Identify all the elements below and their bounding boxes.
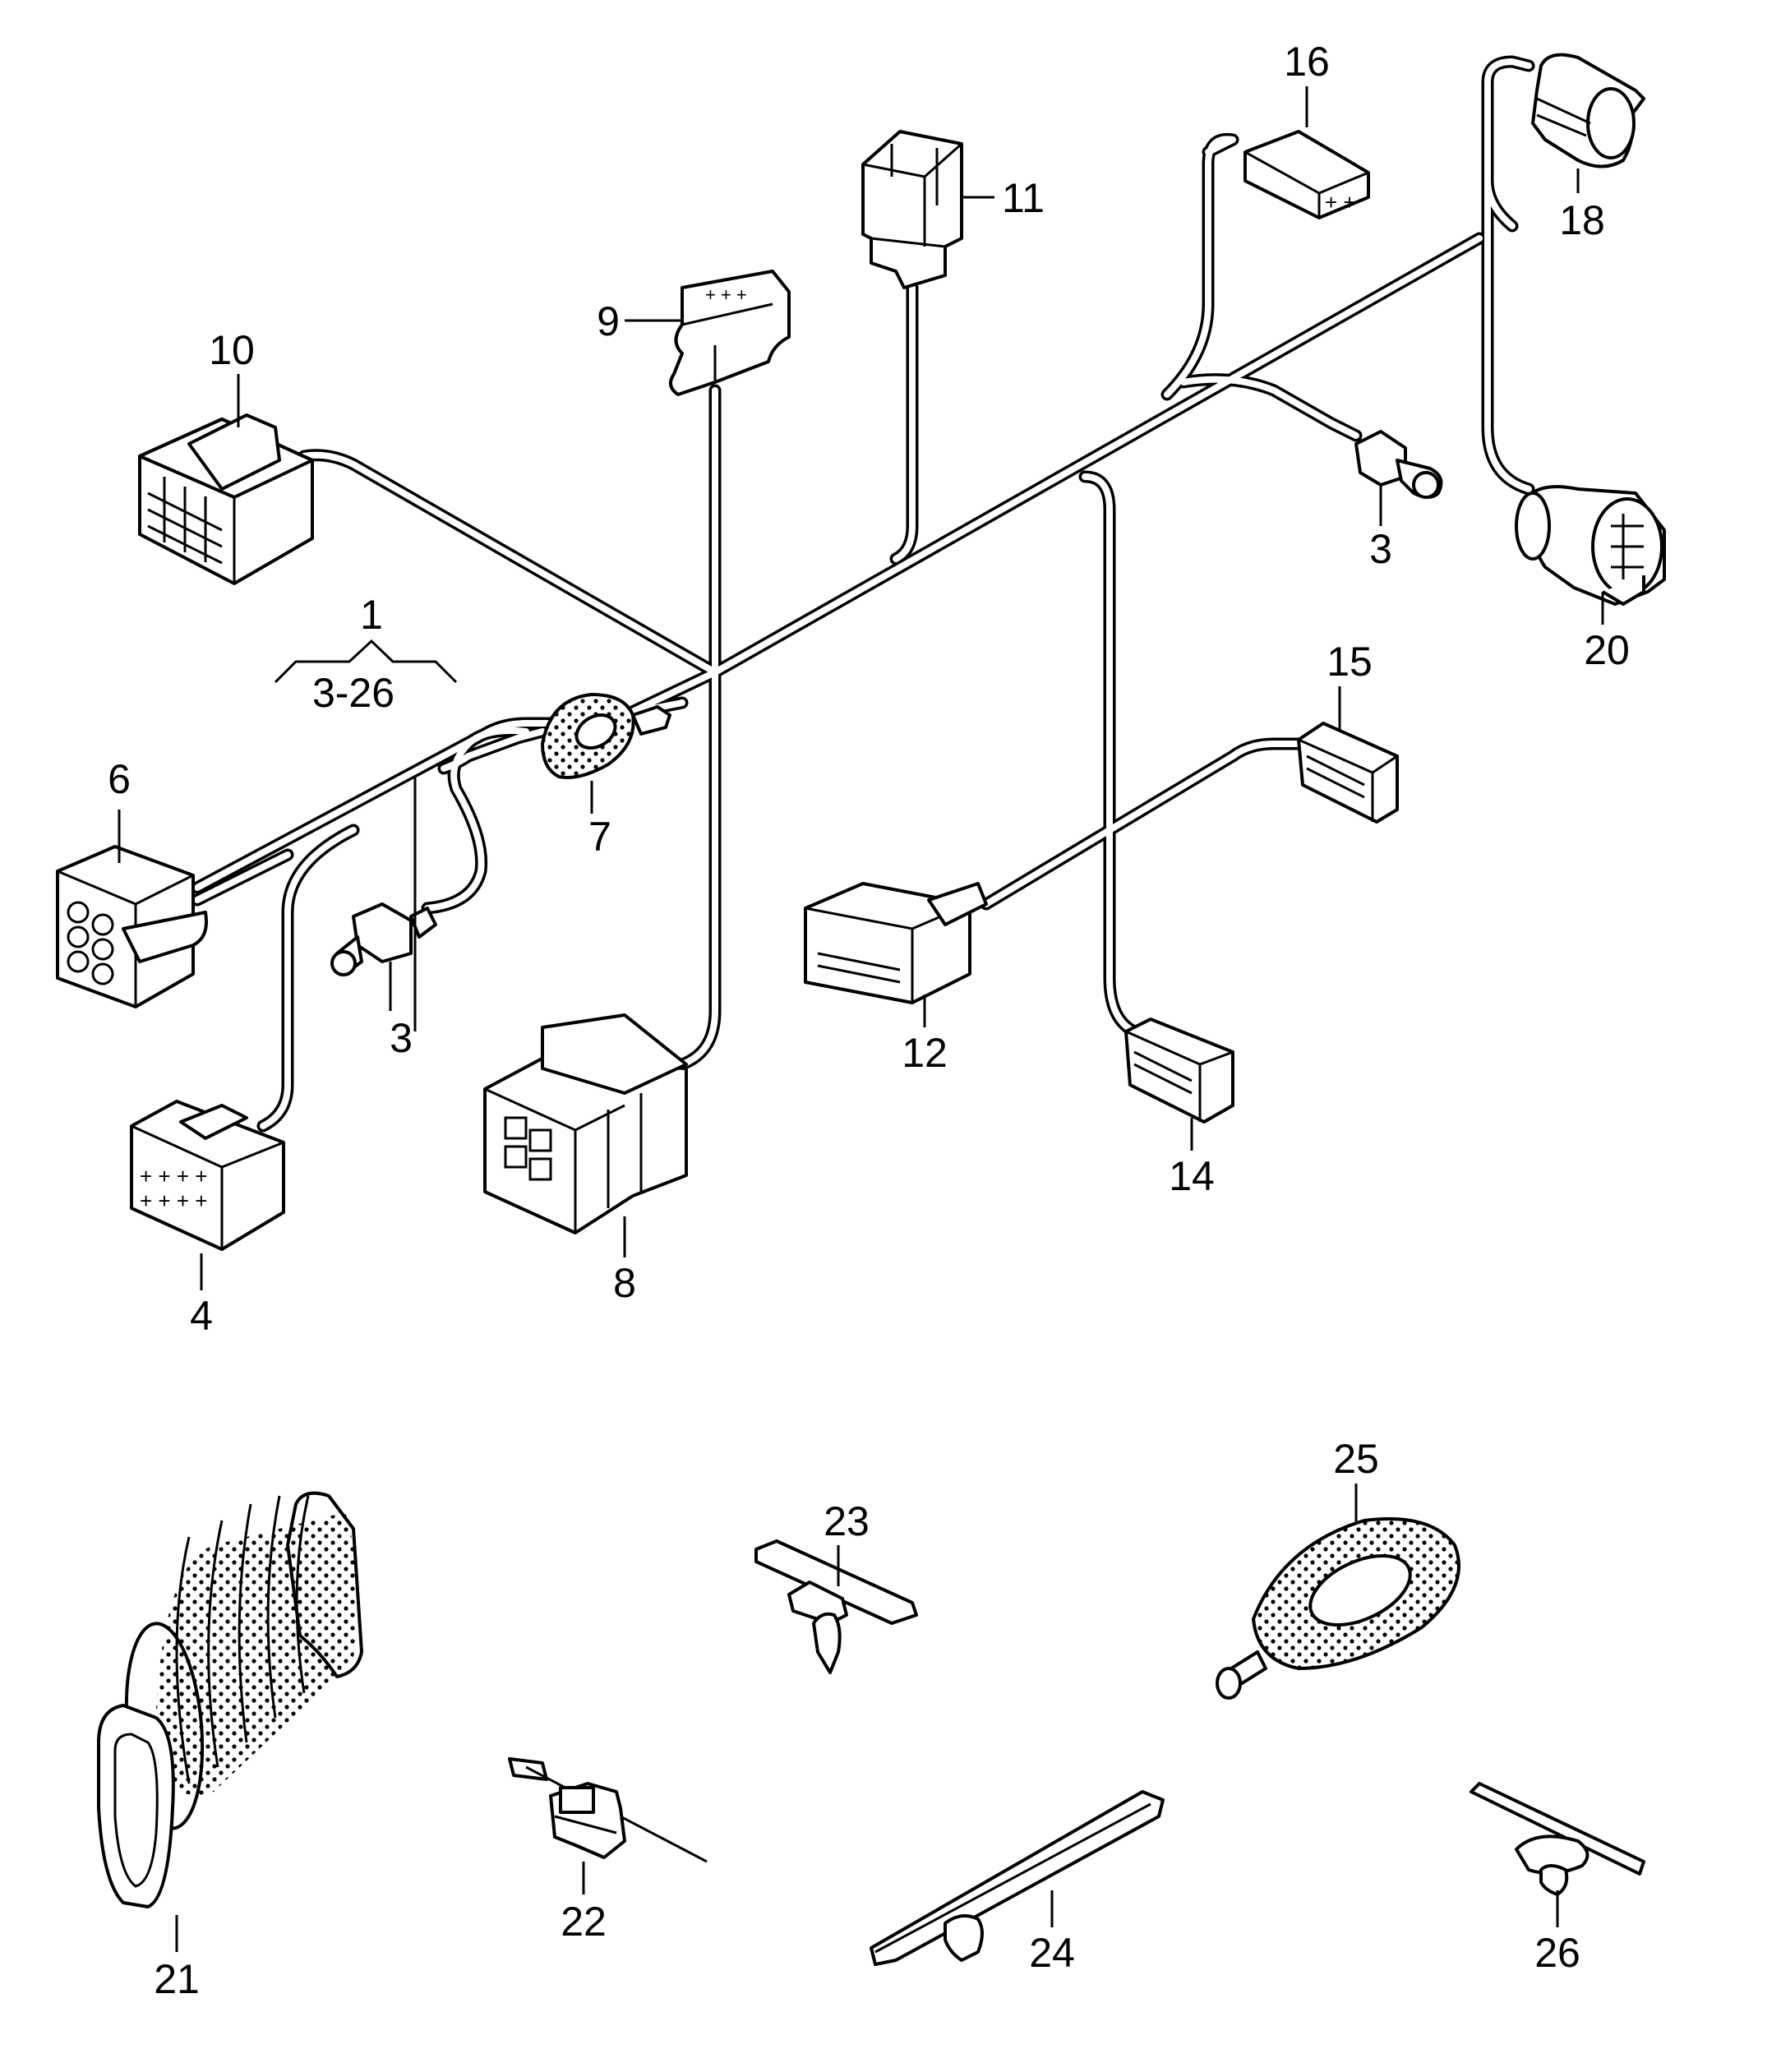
callout-14: 14 — [1169, 1153, 1215, 1199]
callout-21: 21 — [154, 1956, 200, 2002]
part-12-connector — [804, 882, 988, 1004]
callout-range: 3-26 — [312, 670, 394, 716]
callout-1: 1 — [360, 592, 383, 638]
part-11-connector — [861, 130, 963, 289]
callout-3-left: 3 — [390, 1015, 413, 1061]
part-3-sensor-left — [330, 902, 437, 976]
callout-18: 18 — [1559, 197, 1605, 243]
part-23-flat-clip — [754, 1539, 918, 1674]
callout-labels: 1 3-26 3 3 4 6 7 8 9 10 11 12 14 15 16 1… — [108, 39, 1630, 2002]
callout-11: 11 — [1002, 175, 1045, 221]
part-4-connector: + + + + + + + + — [130, 1100, 285, 1251]
harness-wires — [191, 55, 1535, 1133]
leader-lines — [118, 86, 1604, 1952]
part-7-grommet — [541, 693, 671, 779]
part-8-connector — [483, 1013, 688, 1234]
part-18-clip — [1531, 53, 1645, 168]
callout-25: 25 — [1333, 1436, 1379, 1482]
part-10-connector — [138, 413, 314, 585]
part-9-clip: + + + — [669, 270, 791, 396]
part-16-box: + + — [1243, 130, 1370, 219]
part-22-cable-tie — [508, 1757, 708, 1863]
callout-3-right: 3 — [1369, 526, 1392, 572]
part-15-connector — [1297, 722, 1399, 824]
part-6-connector — [56, 845, 208, 1008]
part-24-clip-strip — [870, 1790, 1165, 1966]
callout-24: 24 — [1029, 1930, 1075, 1976]
callout-15: 15 — [1327, 639, 1373, 685]
part-3-sensor-right — [1354, 430, 1443, 499]
callout-23: 23 — [824, 1498, 870, 1544]
callout-8: 8 — [613, 1260, 636, 1306]
callout-26: 26 — [1534, 1930, 1580, 1976]
callout-22: 22 — [561, 1899, 607, 1945]
part-20-connector — [1515, 485, 1666, 606]
callout-20: 20 — [1584, 627, 1630, 673]
svg-text:+ + +: + + + — [705, 284, 747, 305]
callout-4: 4 — [190, 1293, 213, 1339]
callout-7: 7 — [588, 814, 611, 860]
callout-12: 12 — [902, 1030, 948, 1076]
part-14-connector — [1124, 1018, 1234, 1124]
svg-text:+ + + +: + + + + — [140, 1164, 207, 1188]
callout-16: 16 — [1284, 39, 1330, 85]
svg-text:+ +: + + — [1325, 190, 1356, 215]
part-25-grommet — [1216, 1517, 1460, 1700]
svg-text:+ + + +: + + + + — [140, 1188, 207, 1213]
callout-6: 6 — [108, 756, 131, 802]
callout-10: 10 — [209, 327, 255, 373]
callout-9: 9 — [597, 298, 620, 344]
part-21-boot — [97, 1491, 363, 1908]
part-26-anchor-clip — [1470, 1782, 1645, 1896]
